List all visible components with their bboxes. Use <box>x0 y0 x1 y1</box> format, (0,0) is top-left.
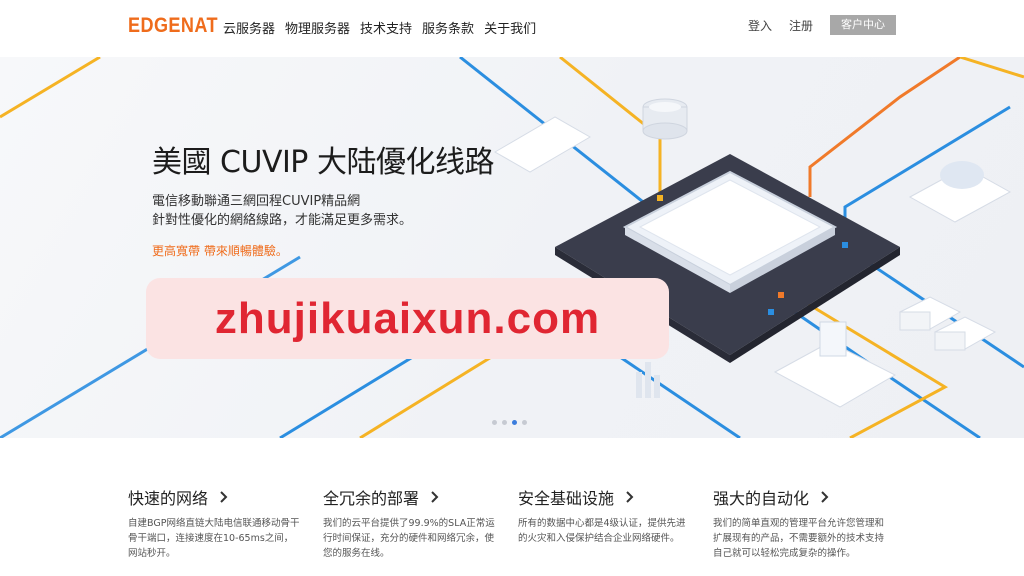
feature-redundant-deployment: 全冗余的部署 我们的云平台提供了99.9%的SLA正常运行时间保证，充分的硬件和… <box>323 486 518 561</box>
main-nav: 云服务器 物理服务器 技术支持 服务条款 关于我们 <box>223 18 536 37</box>
login-link[interactable]: 登入 <box>747 18 772 33</box>
register-link[interactable]: 注册 <box>788 18 813 33</box>
hero-subtitle-line-2: 針對性優化的網絡線路，才能滿足更多需求。 <box>152 213 413 228</box>
feature-secure-infrastructure: 安全基础设施 所有的数据中心都是4级认证，提供先进的火灾和入侵保护结合企业网络硬… <box>518 486 713 561</box>
hero-subtitle-line-1: 電信移動聯通三網回程CUVIP精品網 <box>152 194 361 209</box>
feature-description: 所有的数据中心都是4级认证，提供先进的火灾和入侵保护结合企业网络硬件。 <box>518 518 686 544</box>
feature-fast-network: 快速的网络 自建BGP网络直链大陆电信联通移动骨干骨干端口，连接速度在10-65… <box>128 486 323 561</box>
top-header: EDGENAT 云服务器 物理服务器 技术支持 服务条款 关于我们 登入 注册 … <box>0 0 1024 56</box>
nav-item-about[interactable]: 关于我们 <box>484 22 537 37</box>
watermark-banner: zhujikuaixun.com <box>146 278 669 359</box>
feature-description: 我们的简单直观的管理平台允许您管理和扩展现有的产品，不需要额外的技术支持自己就可… <box>713 518 885 559</box>
feature-heading-link[interactable]: 全冗余的部署 <box>323 486 496 508</box>
nav-item-terms[interactable]: 服务条款 <box>422 22 475 37</box>
chevron-right-icon <box>626 491 634 503</box>
feature-heading-link[interactable]: 快速的网络 <box>128 486 301 508</box>
feature-title: 安全基础设施 <box>518 489 615 508</box>
chevron-right-icon <box>821 491 829 503</box>
feature-title: 全冗余的部署 <box>323 489 420 508</box>
carousel-dot-2[interactable] <box>502 420 507 425</box>
feature-list: 快速的网络 自建BGP网络直链大陆电信联通移动骨干骨干端口，连接速度在10-65… <box>128 486 908 561</box>
feature-title: 强大的自动化 <box>713 489 810 508</box>
carousel-dot-1[interactable] <box>492 420 497 425</box>
nav-item-physical-server[interactable]: 物理服务器 <box>285 22 351 37</box>
watermark-text: zhujikuaixun.com <box>214 293 601 343</box>
hero-banner[interactable]: 美國 CUVIP 大陆優化线路 電信移動聯通三網回程CUVIP精品網 針對性優化… <box>0 57 1024 438</box>
brand-logo[interactable]: EDGENAT <box>128 14 218 37</box>
client-center-button[interactable]: 客户中心 <box>830 15 896 35</box>
nav-item-cloud-server[interactable]: 云服务器 <box>223 22 276 37</box>
hero-cta-link[interactable]: 更高寬帶 帶來順暢體驗。 <box>152 244 288 258</box>
nav-item-tech-support[interactable]: 技术支持 <box>360 22 413 37</box>
carousel-dots <box>492 420 527 425</box>
feature-description: 自建BGP网络直链大陆电信联通移动骨干骨干端口，连接速度在10-65ms之间，网… <box>128 518 300 559</box>
feature-heading-link[interactable]: 安全基础设施 <box>518 486 691 508</box>
chevron-right-icon <box>431 491 439 503</box>
feature-description: 我们的云平台提供了99.9%的SLA正常运行时间保证，充分的硬件和网络冗余，使您… <box>323 518 495 559</box>
chevron-right-icon <box>220 491 228 503</box>
auth-area: 登入 注册 客户中心 <box>748 15 896 35</box>
network-illustration <box>0 57 1024 438</box>
feature-heading-link[interactable]: 强大的自动化 <box>713 486 886 508</box>
hero-title: 美國 CUVIP 大陆優化线路 <box>152 145 494 180</box>
carousel-dot-3[interactable] <box>512 420 517 425</box>
feature-automation: 强大的自动化 我们的简单直观的管理平台允许您管理和扩展现有的产品，不需要额外的技… <box>713 486 908 561</box>
feature-title: 快速的网络 <box>128 489 209 508</box>
carousel-dot-4[interactable] <box>522 420 527 425</box>
